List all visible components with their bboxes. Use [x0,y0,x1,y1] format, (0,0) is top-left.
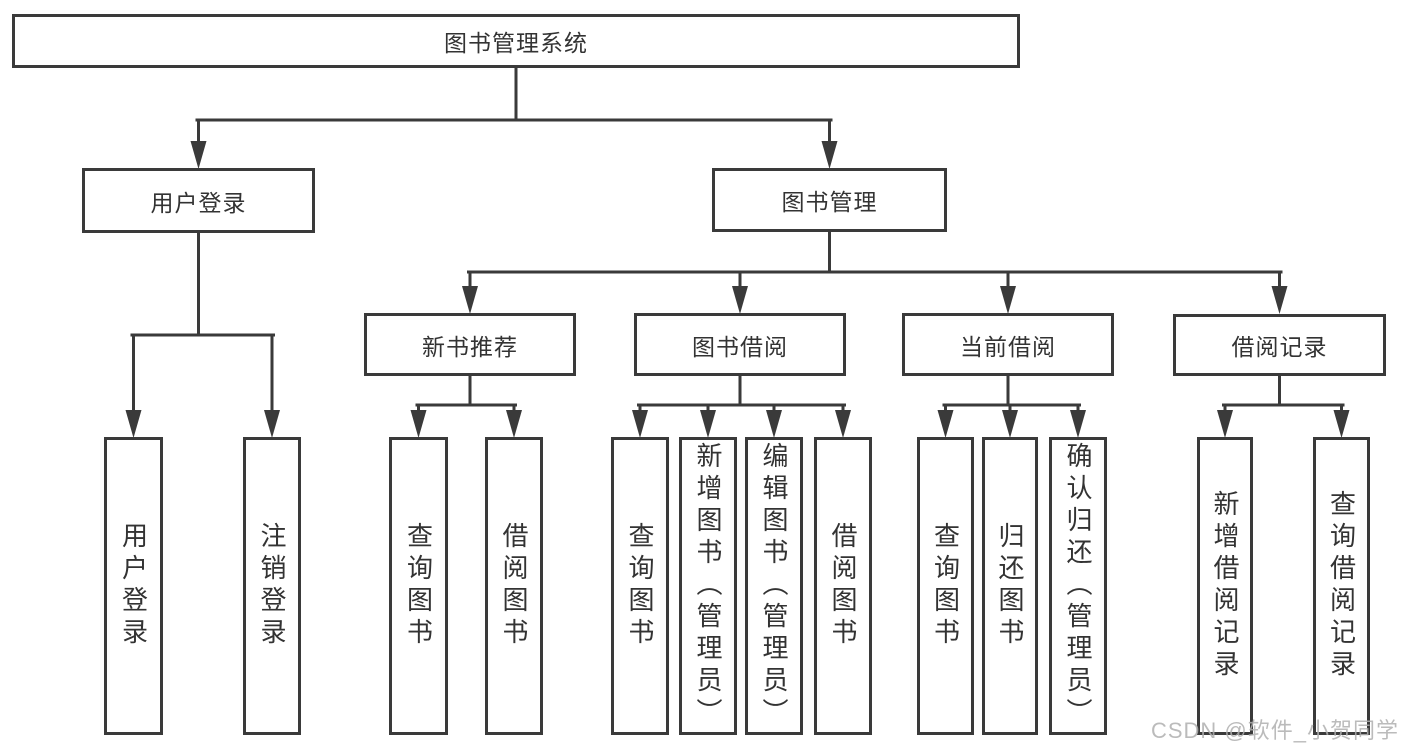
leaf-borrow-query-books: 查询图书 [611,437,669,735]
node-user-login: 用户登录 [82,168,315,233]
leaf-query-borrow-record-label: 查询借阅记录 [1326,490,1357,682]
leaf-query-borrow-record: 查询借阅记录 [1313,437,1370,735]
leaf-current-query-books: 查询图书 [917,437,974,735]
leaf-recommend-query-books: 查询图书 [389,437,448,735]
node-new-book-recommend-label: 新书推荐 [422,333,518,360]
leaf-logout-label: 注销登录 [257,522,287,650]
connector-book-management [462,229,1288,314]
leaf-borrow-books-label: 借阅图书 [828,522,858,650]
connector-root [190,64,838,169]
leaf-edit-book-admin-label: 编辑图书（管理员） [759,442,789,730]
node-root-system: 图书管理系统 [12,14,1020,68]
leaf-recommend-query-books-label: 查询图书 [403,522,434,650]
connector-user-login [125,230,280,438]
connector-new-book-recommend [410,373,522,438]
node-book-borrow-label: 图书借阅 [692,333,788,360]
connector-current-borrow [937,373,1086,438]
leaf-confirm-return-admin: 确认归还（管理员） [1049,437,1107,735]
node-borrow-records: 借阅记录 [1173,314,1386,376]
connector-borrow-records [1217,373,1350,438]
node-book-borrow: 图书借阅 [634,313,846,376]
node-new-book-recommend: 新书推荐 [364,313,576,376]
leaf-borrow-query-books-label: 查询图书 [625,522,655,650]
node-user-login-label: 用户登录 [150,189,247,216]
leaf-logout: 注销登录 [243,437,301,735]
leaf-recommend-borrow-books: 借阅图书 [485,437,543,735]
leaf-current-query-books-label: 查询图书 [930,522,961,650]
leaf-add-book-admin: 新增图书（管理员） [679,437,737,735]
node-borrow-records-label: 借阅记录 [1231,334,1328,360]
leaf-edit-book-admin: 编辑图书（管理员） [745,437,803,735]
leaf-recommend-borrow-books-label: 借阅图书 [499,522,529,650]
node-book-management-label: 图书管理 [781,189,878,215]
leaf-return-book-label: 归还图书 [995,522,1025,650]
csdn-watermark: CSDN @软件_小贺同学 [1150,718,1399,743]
leaf-return-book: 归还图书 [982,437,1038,735]
node-current-borrow: 当前借阅 [902,313,1114,376]
leaf-borrow-books: 借阅图书 [814,437,872,735]
leaf-add-book-admin-label: 新增图书（管理员） [693,442,723,730]
leaf-confirm-return-admin-label: 确认归还（管理员） [1063,442,1093,730]
leaf-user-login: 用户登录 [104,437,163,735]
node-book-management: 图书管理 [712,168,947,232]
leaf-user-login-label: 用户登录 [118,522,149,650]
leaf-add-borrow-record: 新增借阅记录 [1197,437,1253,735]
connector-book-borrow [632,373,851,438]
leaf-add-borrow-record-label: 新增借阅记录 [1210,490,1240,682]
node-root-system-label: 图书管理系统 [444,30,588,56]
node-current-borrow-label: 当前借阅 [960,333,1056,360]
